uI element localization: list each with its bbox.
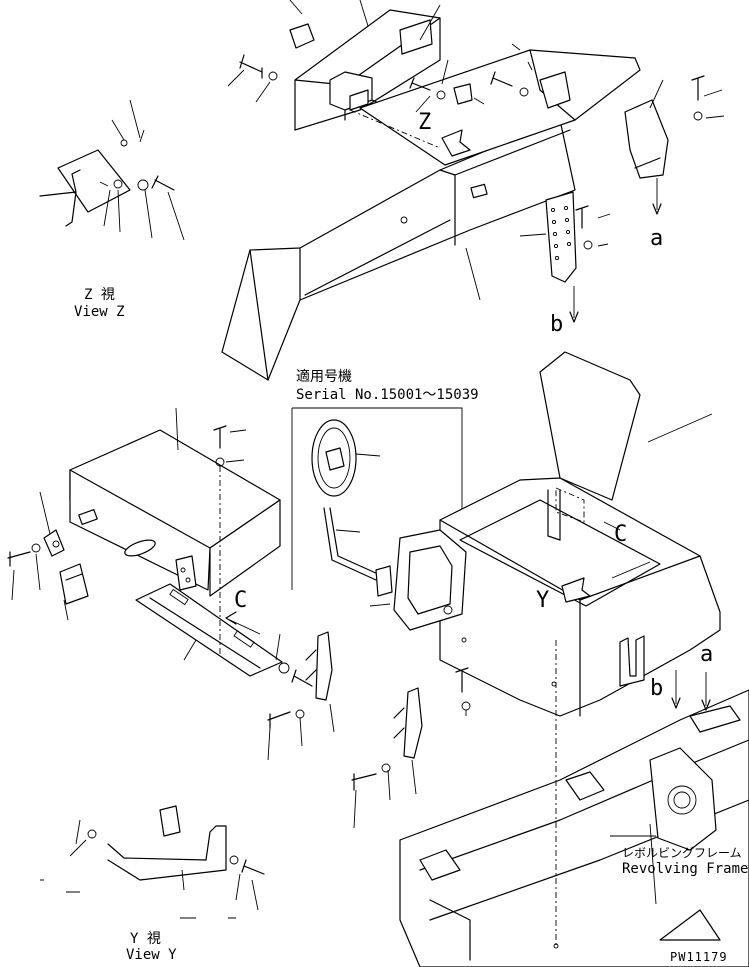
revolving-frame (399, 640, 749, 967)
revolving-frame-label-en: Revolving Frame (622, 861, 749, 877)
view-z-title-jp: Z 視 (84, 287, 115, 303)
marker-a-top: a (650, 226, 664, 251)
marker-c-right: C (614, 522, 628, 547)
view-z-title-en: View Z (74, 304, 125, 320)
view-y-title-jp: Y 視 (130, 931, 161, 947)
marker-b-bottom: b (650, 676, 664, 701)
view-z-detail (39, 99, 185, 241)
serial-inset (291, 407, 463, 607)
marker-a-bottom: a (700, 642, 714, 667)
marker-c-left: C (234, 588, 248, 613)
hook-parts (267, 631, 471, 829)
revolving-frame-label-jp: レボルビングフレーム (622, 846, 742, 860)
cabin-assembly (393, 351, 721, 717)
fender-assembly (221, 0, 725, 381)
marker-z: Z (418, 110, 432, 135)
serial-heading-jp: 適用号機 (296, 369, 352, 385)
marker-y: Y (536, 588, 550, 613)
side-box-assembly (7, 407, 283, 677)
view-y-detail (40, 805, 265, 919)
view-y-title-en: View Y (126, 947, 177, 963)
serial-numbers: Serial No.15001～15039 (296, 387, 479, 403)
drawing-id: PW11179 (670, 950, 728, 964)
marker-b-top: b (550, 312, 564, 337)
